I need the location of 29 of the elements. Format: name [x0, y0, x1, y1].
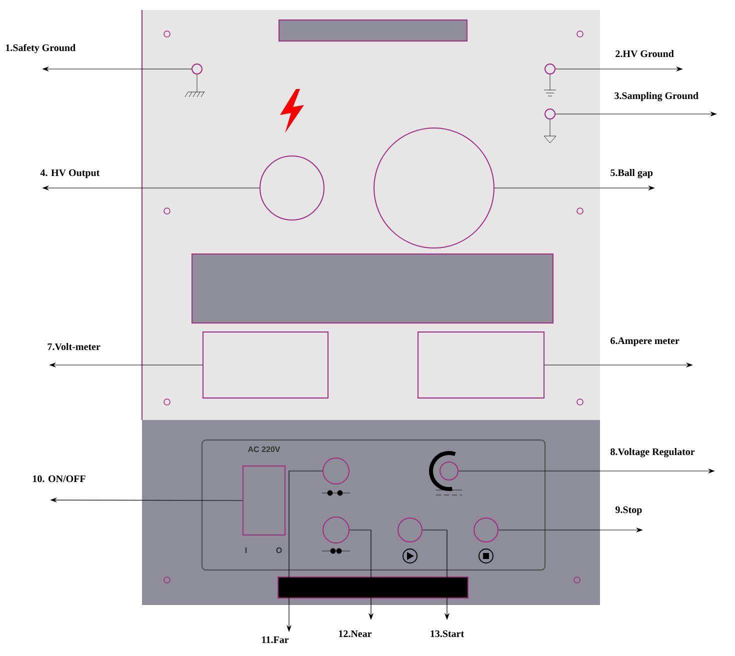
- power-switch: [242, 466, 286, 536]
- callout-label: 5.Ball gap: [610, 169, 653, 178]
- push-button: [474, 518, 498, 542]
- callout-label: 8.Voltage Regulator: [610, 448, 695, 458]
- panel-label: O: [276, 547, 282, 554]
- callout-label: 2.HV Ground: [616, 50, 674, 58]
- push-button: [398, 518, 422, 542]
- callout-label: 7.Volt-meter: [48, 343, 100, 350]
- callout-label: 6.Ampere meter: [610, 337, 680, 346]
- output-socket: [260, 156, 324, 220]
- callout-label: 3.Sampling Ground: [614, 92, 698, 102]
- panel-label: I: [245, 548, 247, 553]
- callout-label: 10. ON/OFF: [33, 475, 86, 482]
- panel-label: AC 220V: [248, 446, 280, 452]
- knob: [440, 462, 458, 480]
- callout-label: 4. HV Output: [40, 169, 100, 178]
- callout-label: 11.Far: [262, 636, 289, 644]
- terminal: [544, 108, 556, 120]
- meter-window: [202, 332, 328, 398]
- push-button: [322, 516, 350, 544]
- terminal: [192, 64, 202, 74]
- terminal: [544, 64, 556, 74]
- callout-label: 13.Start: [430, 630, 464, 638]
- meter-window: [418, 332, 544, 398]
- push-button: [322, 458, 350, 484]
- callout-label: 1.Safety Ground: [6, 44, 76, 54]
- callout-label: 9.Stop: [615, 506, 642, 516]
- ball-gap-window: [374, 128, 494, 248]
- callout-label: 12.Near: [339, 630, 372, 638]
